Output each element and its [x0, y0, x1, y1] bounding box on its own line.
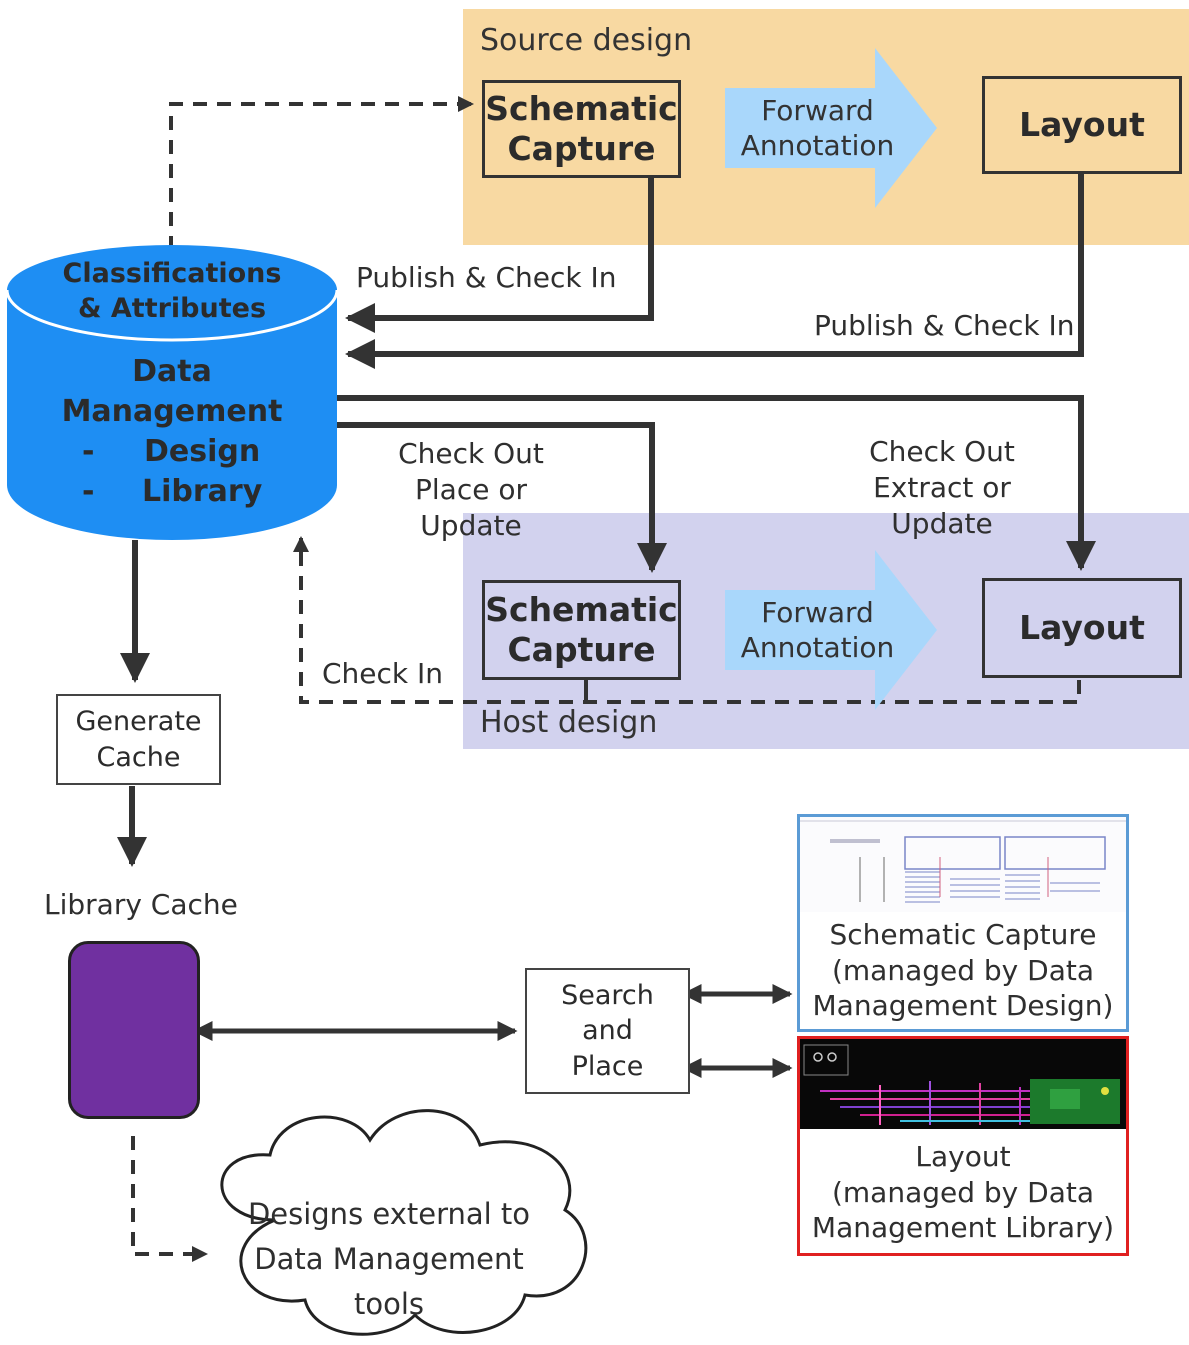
- library-cache-block: [68, 941, 200, 1119]
- host-forward-annotation-arrow: Forward Annotation: [725, 550, 940, 710]
- database-title-line2: Management: [61, 394, 283, 429]
- arrow-publish-schematic: [345, 178, 654, 333]
- arrow-checkout-layout: [335, 395, 1096, 571]
- schematic-thumbnail-caption: Schematic Capture (managed by Data Manag…: [812, 918, 1114, 1023]
- check-out-extract-update-label: Check Out Extract or Update: [869, 435, 1015, 540]
- layout-preview-image: [800, 1039, 1126, 1129]
- publish-check-in-layout-label: Publish & Check In: [814, 309, 1075, 342]
- source-schematic-capture-box: Schematic Capture: [482, 80, 681, 178]
- host-design-label: Host design: [480, 705, 658, 740]
- arrow-checkout-schematic: [335, 422, 667, 573]
- source-design-label: Source design: [480, 23, 693, 58]
- publish-check-in-schematic-label: Publish & Check In: [356, 261, 617, 294]
- layout-thumbnail-caption: Layout (managed by Data Management Libra…: [811, 1140, 1115, 1245]
- source-forward-annotation-arrow: Forward Annotation: [725, 48, 940, 208]
- host-layout-box: Layout: [982, 578, 1182, 678]
- external-designs-text: Designs external to Data Management tool…: [247, 1197, 531, 1321]
- generate-cache-box: Generate Cache: [56, 694, 221, 785]
- schematic-preview-image: [800, 817, 1126, 912]
- dashed-arrow-db-to-source-schematic: [169, 96, 474, 250]
- arrow-publish-layout: [345, 174, 1084, 369]
- database-cylinder: [5, 245, 339, 540]
- database-item-dash-1: -: [82, 434, 95, 469]
- database-top-label: Classifications & Attributes: [62, 258, 282, 325]
- source-forward-annotation-label: Forward Annotation: [740, 94, 895, 162]
- database-item-dash-2: -: [82, 474, 95, 509]
- host-schematic-capture-box: Schematic Capture: [482, 580, 681, 680]
- database-item-design: Design: [144, 434, 261, 469]
- host-forward-annotation-label: Forward Annotation: [740, 596, 895, 664]
- dashed-arrow-check-in: [293, 536, 1081, 704]
- schematic-capture-thumbnail: Schematic Capture (managed by Data Manag…: [797, 814, 1129, 1032]
- check-in-label: Check In: [322, 657, 444, 690]
- external-designs-cloud: [220, 1109, 588, 1336]
- layout-thumbnail: Layout (managed by Data Management Libra…: [797, 1036, 1129, 1256]
- database-title-line1: Data: [132, 354, 212, 389]
- source-layout-box: Layout: [982, 76, 1182, 174]
- search-and-place-box: Search and Place: [525, 968, 690, 1094]
- dashed-arrow-cache-to-cloud: [131, 1136, 208, 1262]
- library-cache-label: Library Cache: [44, 888, 238, 921]
- database-item-library: Library: [142, 474, 263, 509]
- check-out-place-update-label: Check Out Place or Update: [398, 437, 544, 542]
